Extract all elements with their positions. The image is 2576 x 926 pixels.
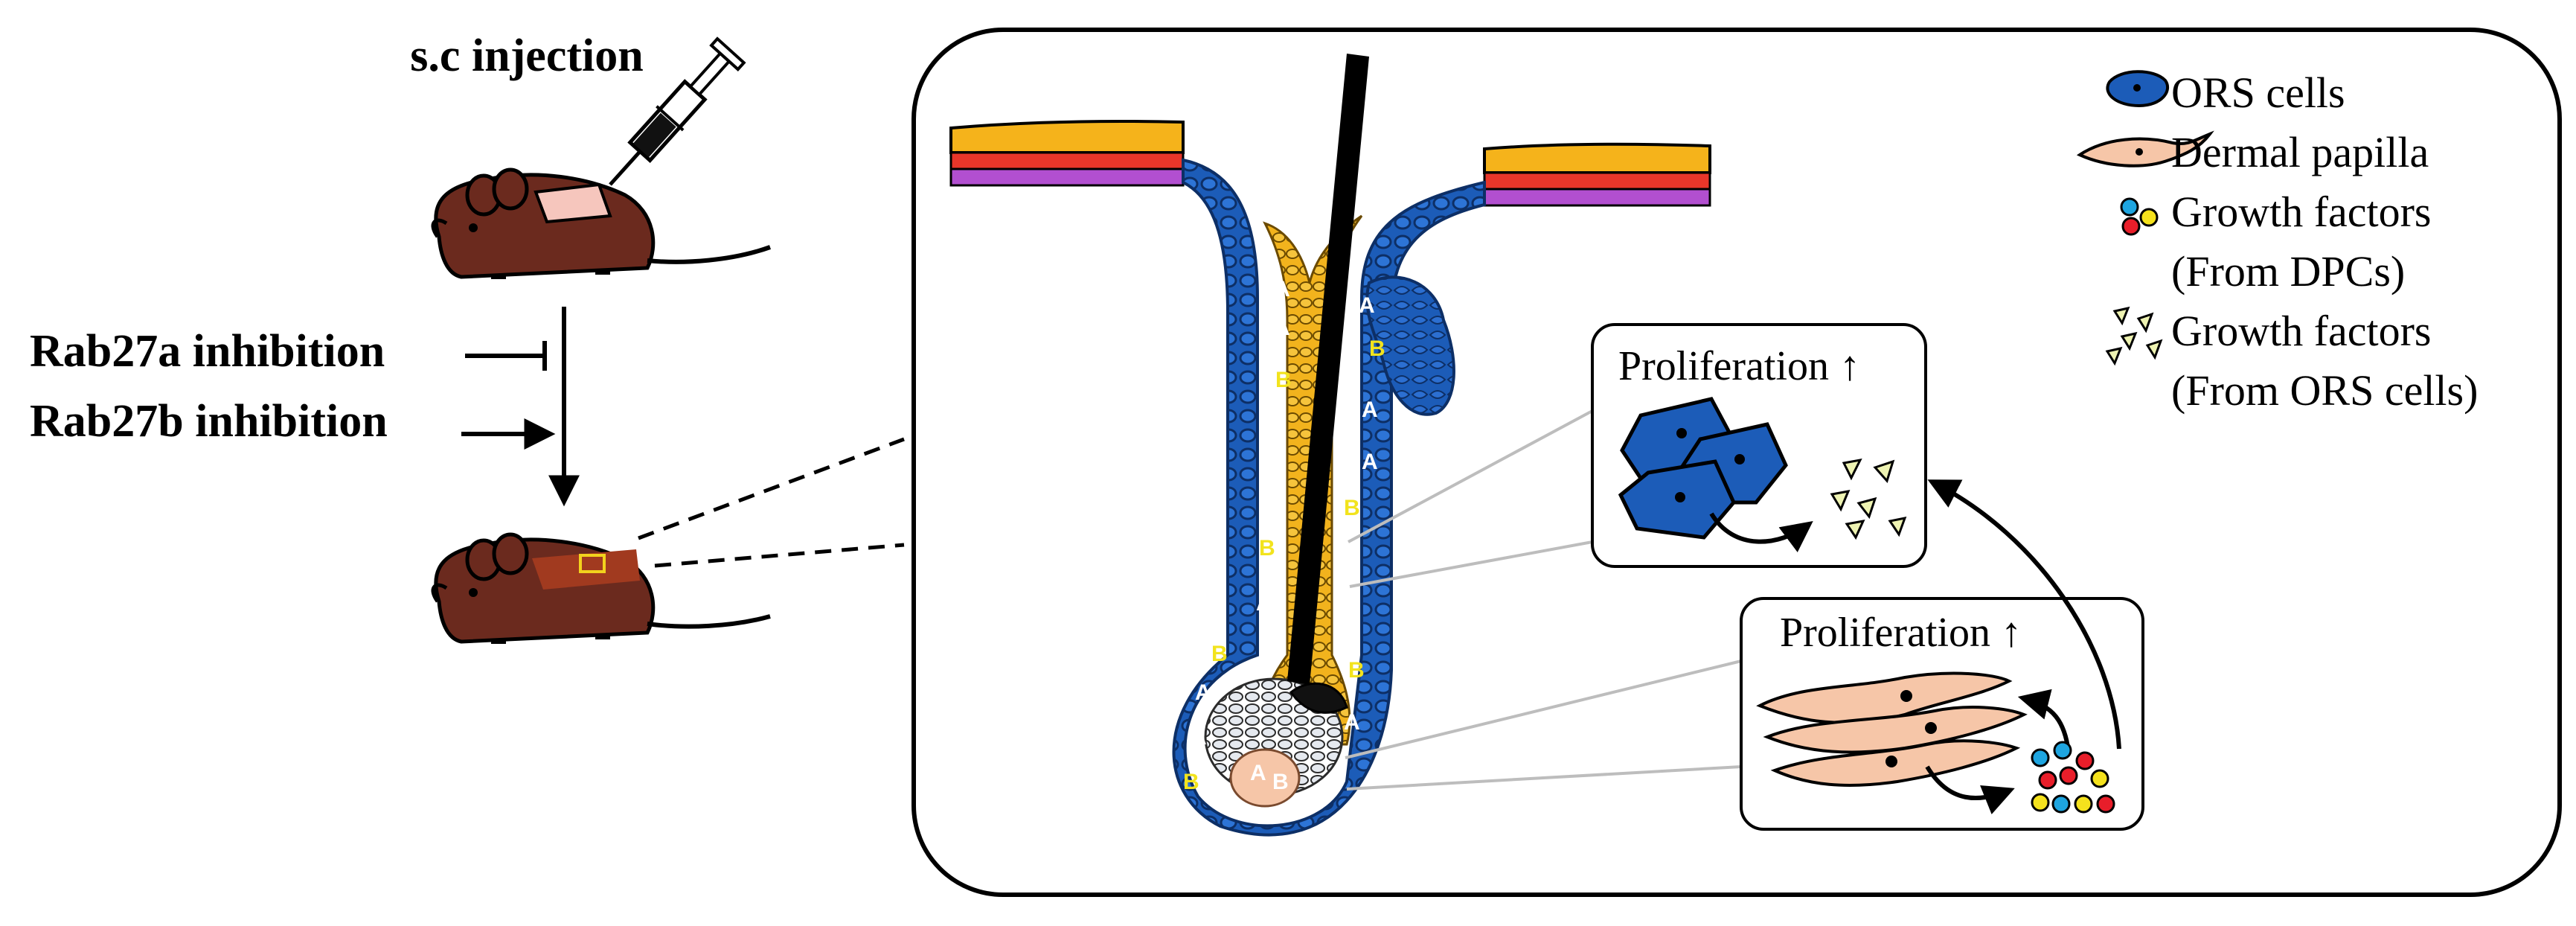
dpc-box-label: Proliferation ↑ [1780, 610, 2022, 656]
legend-item-ors-growth-factors: Growth factors (From ORS cells) [2105, 306, 2478, 415]
svg-text:A: A [1359, 293, 1375, 318]
svg-text:A: A [1362, 397, 1378, 422]
svg-text:A: A [1274, 316, 1290, 340]
hair-shaft [1287, 54, 1369, 685]
mouse-top-icon [431, 167, 772, 279]
legend-sublabel-ors-gf: (From ORS cells) [2171, 366, 2478, 415]
legend-label-ors-gf: Growth factors [2171, 307, 2432, 355]
svg-text:A: A [1256, 591, 1272, 616]
svg-text:A: A [1250, 761, 1266, 785]
epidermis-right [1483, 142, 1711, 207]
dashed-connector-bottom [654, 543, 905, 568]
dermal-papilla-body [1229, 748, 1301, 808]
svg-text:B: B [1348, 658, 1365, 683]
svg-text:A: A [1191, 725, 1207, 750]
dashed-connector-top [638, 437, 905, 540]
dpc-proliferation-box: Proliferation ↑ [1740, 597, 2144, 831]
left-panel: s.c injection Rab27a inhibition [30, 31, 905, 644]
legend-item-ors-cells: ORS cells [2106, 68, 2345, 117]
legend-label-ors: ORS cells [2171, 68, 2345, 117]
rab27b-label: Rab27b inhibition [30, 396, 388, 447]
svg-text:A: A [1265, 420, 1281, 444]
ors-growth-factor-cluster-icon [1830, 458, 1907, 540]
legend-label-dpc-gf: Growth factors [2171, 188, 2432, 236]
sebaceous-gland [1365, 275, 1455, 416]
svg-text:B: B [1344, 496, 1360, 520]
hair-follicle: A A B A A B A B A A B A B A A B A A B A [1172, 54, 1486, 837]
legend-item-dpc-growth-factors: Growth factors (From DPCs) [2120, 188, 2432, 296]
legend-label-dermal-papilla: Dermal papilla [2171, 128, 2429, 176]
grey-connectors [1345, 409, 1742, 791]
svg-text:B: B [1369, 336, 1385, 361]
svg-text:B: B [1211, 642, 1228, 666]
injection-label: s.c injection [410, 31, 643, 81]
ors-growth-factor-icon [2105, 306, 2163, 366]
svg-text:A: A [1362, 450, 1378, 474]
syringe-icon [609, 36, 746, 186]
dpc-growth-factor-cluster-icon [2031, 741, 2115, 814]
mouse-bottom-icon [431, 532, 771, 644]
ors-proliferation-box: Proliferation ↑ [1591, 323, 1927, 568]
svg-text:A: A [1344, 546, 1360, 571]
legend-item-dermal-papilla: Dermal papilla [2076, 128, 2429, 176]
epidermis-left [949, 120, 1185, 187]
ors-box-label: Proliferation ↑ [1618, 343, 1860, 389]
svg-text:A: A [1344, 710, 1360, 735]
cell-letter-labels: A A B A A B A B A A B A B A A B A A B A [1183, 277, 1385, 794]
dermal-papilla-icon [2076, 130, 2214, 167]
svg-text:A: A [1344, 598, 1360, 623]
legend-sublabel-dpc-gf: (From DPCs) [2171, 247, 2405, 296]
paracrine-arrow [1927, 479, 2121, 750]
svg-text:B: B [1275, 368, 1292, 392]
svg-text:A: A [1195, 680, 1211, 705]
dpc-growth-factor-icon [2120, 197, 2159, 236]
legend: ORS cells Dermal papilla Growth factors … [2076, 68, 2478, 415]
rab27a-label: Rab27a inhibition [30, 326, 385, 377]
right-panel: A A B A A B A B A A B A B A A B A A B A [911, 28, 2562, 897]
svg-text:A: A [1274, 277, 1290, 301]
svg-text:B: B [1259, 536, 1275, 561]
svg-text:A: A [1265, 472, 1281, 496]
svg-text:B: B [1183, 770, 1199, 794]
svg-text:B: B [1272, 770, 1289, 794]
